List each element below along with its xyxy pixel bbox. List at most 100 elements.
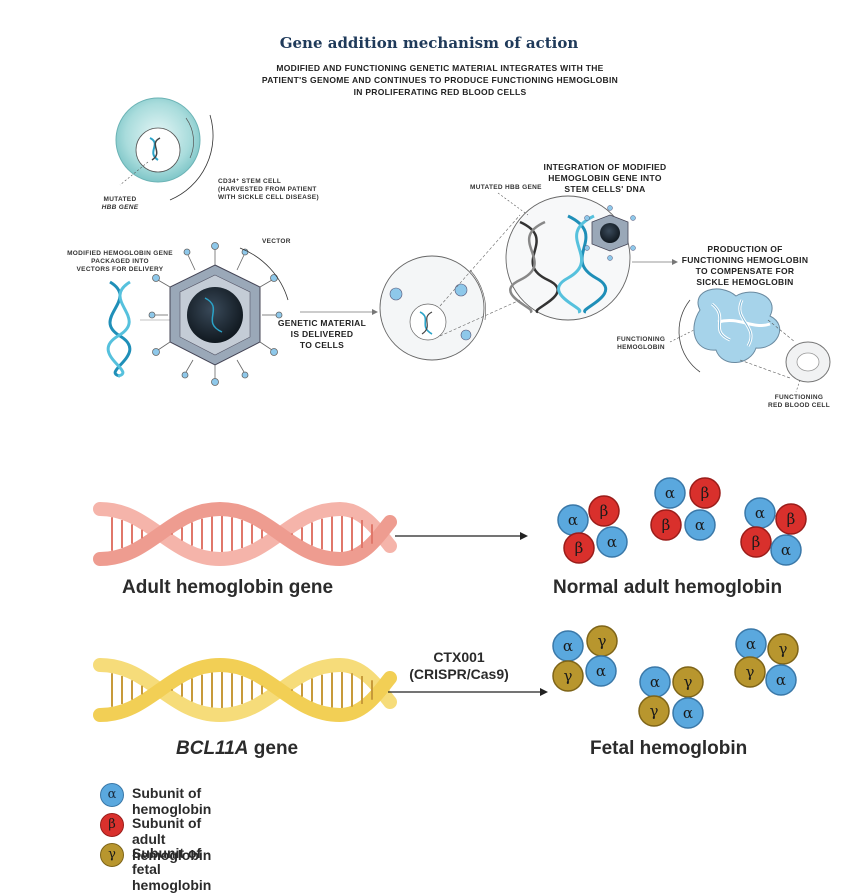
label-line: WITH SICKLE CELL DISEASE) <box>218 194 319 201</box>
label-line: FUNCTIONING HEMOGLOBIN <box>681 255 809 265</box>
beta-subunit-label: β <box>752 533 761 551</box>
label-line: PRODUCTION OF <box>707 244 783 254</box>
alpha-subunit-label: α <box>683 704 693 722</box>
label-line: MODIFIED HEMOGLOBIN GENE <box>67 250 173 257</box>
alpha-subunit-icon <box>654 477 686 509</box>
alpha-subunit-icon <box>596 526 628 558</box>
label-line: IS DELIVERED <box>290 329 354 339</box>
label-line: FUNCTIONING <box>616 336 666 343</box>
subtitle-line: PATIENT'S GENOME AND CONTINUES TO PRODUC… <box>261 75 619 85</box>
label-line: GENETIC MATERIAL <box>277 318 367 328</box>
label-modified-gene: MODIFIED HEMOGLOBIN GENE PACKAGED INTO V… <box>60 250 180 274</box>
beta-subunit-icon <box>563 532 595 564</box>
alpha-subunit-icon <box>765 664 797 696</box>
legend-label: Subunit of adult hemoglobin <box>132 815 212 863</box>
gamma-subunit-label: γ <box>598 632 607 650</box>
alpha-subunit-label: α <box>568 511 578 529</box>
gamma-subunit-label: γ <box>564 667 573 685</box>
legend-symbol: γ <box>108 847 116 862</box>
legend-label: Subunit of fetal hemoglobin <box>132 845 212 893</box>
subtitle-line: MODIFIED AND FUNCTIONING GENETIC MATERIA… <box>276 63 604 73</box>
label-adult-gene: Adult hemoglobin gene <box>122 577 334 598</box>
beta-subunit-icon <box>689 477 721 509</box>
legend-label: Subunit of hemoglobin <box>132 785 212 817</box>
alpha-subunit-label: α <box>755 504 765 522</box>
gamma-subunit-icon <box>767 633 799 665</box>
beta-subunit-label: β <box>575 539 584 557</box>
beta-subunit-label: β <box>787 510 796 528</box>
legend-symbol: β <box>108 817 116 832</box>
label-line: TO COMPENSATE FOR <box>695 266 795 276</box>
gamma-subunit-icon <box>672 666 704 698</box>
beta-subunit-label: β <box>701 484 710 502</box>
modified-dna-helix <box>106 280 132 378</box>
gamma-subunit-icon <box>734 656 766 688</box>
label-bcl11a-gene: BCL11A gene <box>176 738 298 760</box>
label-line: MUTATED <box>103 196 137 203</box>
beta-subunit-icon <box>650 509 682 541</box>
page-title: Gene addition mechanism of action <box>279 34 579 52</box>
label-line: TO CELLS <box>299 340 345 350</box>
beta-subunit-icon <box>740 526 772 558</box>
label-line: (HARVESTED FROM PATIENT <box>218 186 317 193</box>
beta-icon: β <box>100 813 124 837</box>
gamma-subunit-label: γ <box>746 663 755 681</box>
label-production: PRODUCTION OF FUNCTIONING HEMOGLOBIN TO … <box>670 244 820 288</box>
alpha-subunit-icon <box>585 655 617 687</box>
alpha-subunit-label: α <box>563 637 573 655</box>
alpha-subunit-label: α <box>746 635 756 653</box>
alpha-subunit-label: α <box>695 516 705 534</box>
stem-cell <box>115 97 214 201</box>
alpha-subunit-label: α <box>781 541 791 559</box>
gamma-icon: γ <box>100 843 124 867</box>
gamma-subunit-label: γ <box>779 640 788 658</box>
label-integration: INTEGRATION OF MODIFIED HEMOGLOBIN GENE … <box>540 162 670 195</box>
alpha-subunit-label: α <box>650 673 660 691</box>
label-functioning-hemoglobin: FUNCTIONING HEMOGLOBIN <box>606 336 676 352</box>
label-line: HEMOGLOBIN <box>617 344 665 351</box>
label-line: RED BLOOD CELL <box>768 402 830 409</box>
gamma-subunit-label: γ <box>650 702 659 720</box>
fetal-dna-helix <box>93 657 397 723</box>
label-mutated-hbb: MUTATED HBB GENE <box>90 196 150 212</box>
label-line: (CRISPR/Cas9) <box>409 666 509 682</box>
alpha-subunit-label: α <box>665 484 675 502</box>
label-vector: VECTOR <box>262 238 291 245</box>
label-genetic-material: GENETIC MATERIAL IS DELIVERED TO CELLS <box>272 318 372 351</box>
gamma-subunit-icon <box>638 695 670 727</box>
bcl11a-italic: BCL11A <box>176 738 249 759</box>
label-mutated-hbb-right: MUTATED HBB GENE <box>470 184 542 191</box>
vector-capsid <box>148 242 289 386</box>
beta-subunit-icon <box>588 495 620 527</box>
gamma-subunit-label: γ <box>684 673 693 691</box>
red-blood-cell <box>785 341 831 393</box>
legend-symbol: α <box>107 787 117 802</box>
label-functioning-rbc: FUNCTIONING RED BLOOD CELL <box>754 394 844 410</box>
label-line: HBB GENE <box>101 204 139 211</box>
label-fetal-hemoglobin: Fetal hemoglobin <box>590 738 748 759</box>
bcl11a-suffix: gene <box>248 738 299 759</box>
label-line: INTEGRATION OF MODIFIED <box>543 162 667 172</box>
label-line: STEM CELLS' DNA <box>564 184 646 194</box>
beta-subunit-label: β <box>600 502 609 520</box>
label-line: VECTORS FOR DELIVERY <box>76 266 164 273</box>
alpha-subunit-label: α <box>596 662 606 680</box>
hemoglobin-protein <box>678 288 781 373</box>
label-line: PACKAGED INTO <box>91 258 149 265</box>
alpha-icon: α <box>100 783 124 807</box>
label-line: CTX001 <box>433 649 485 665</box>
label-line: HEMOGLOBIN GENE INTO <box>548 173 662 183</box>
label-line: FUNCTIONING <box>774 394 824 401</box>
alpha-subunit-label: α <box>776 671 786 689</box>
label-line: SICKLE HEMOGLOBIN <box>696 277 794 287</box>
gamma-subunit-icon <box>552 660 584 692</box>
target-cell <box>379 255 487 361</box>
alpha-subunit-label: α <box>607 533 617 551</box>
beta-subunit-label: β <box>662 516 671 534</box>
subtitle: MODIFIED AND FUNCTIONING GENETIC MATERIA… <box>230 62 650 98</box>
subtitle-line: IN PROLIFERATING RED BLOOD CELLS <box>353 87 527 97</box>
alpha-subunit-icon <box>684 509 716 541</box>
beta-subunit-icon <box>775 503 807 535</box>
integration-zoom <box>505 195 636 321</box>
